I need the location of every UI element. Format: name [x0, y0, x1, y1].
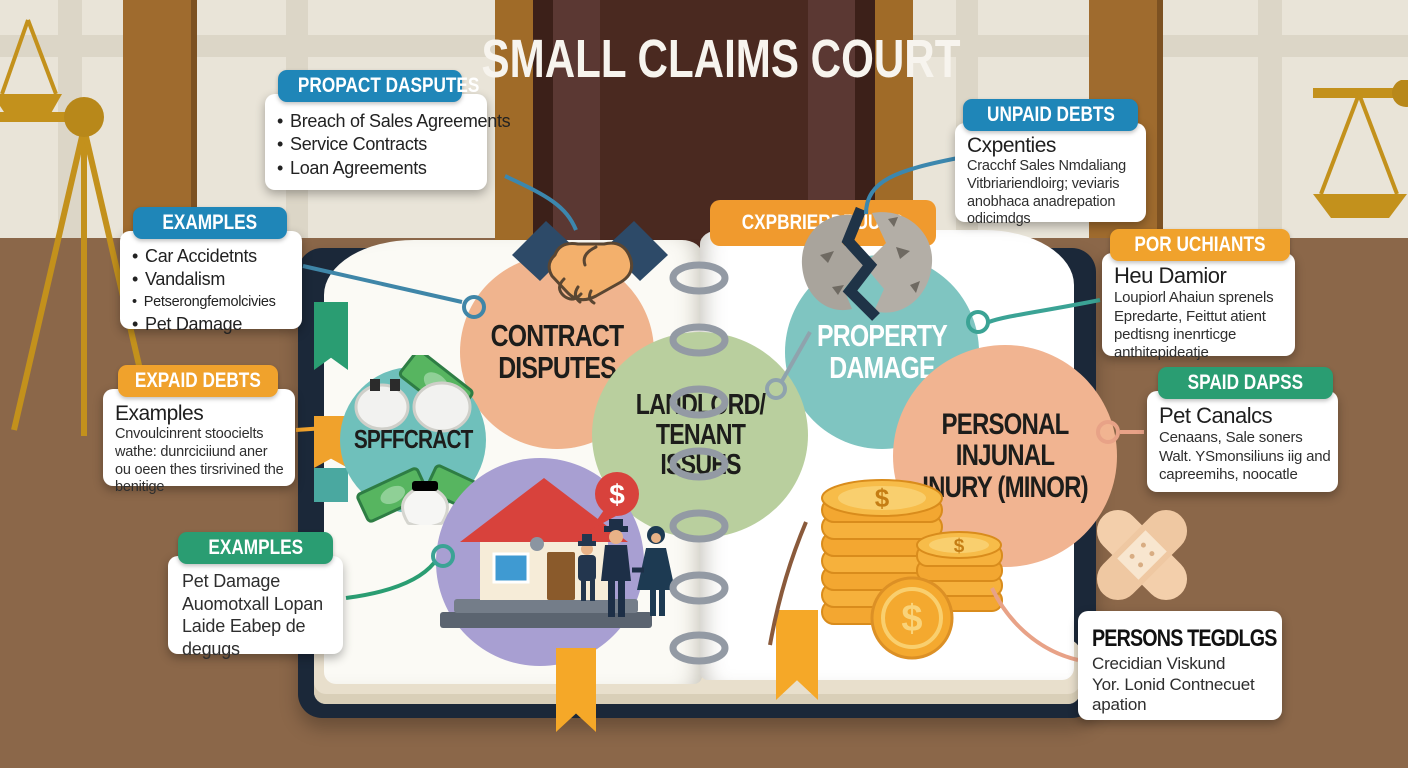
header-text: SPAID DAPSS: [1187, 371, 1304, 394]
money-bills-icon: [354, 355, 490, 525]
garbled-line: odicimdgs: [967, 211, 1031, 228]
callout-subheading: Examples: [115, 402, 204, 425]
list-item: Vandalism: [145, 269, 226, 290]
garbled-line: Loupiorl Ahaiun sprenels: [1114, 289, 1274, 307]
garbled-line: wathe: dunrciciiund aner: [115, 443, 268, 460]
list-item: Service Contracts: [290, 134, 427, 155]
callout-subheading: Pet Canalcs: [1159, 403, 1273, 428]
callout-examples-pet: Pet Damage Auomotxall Lopan Laide Eabep …: [168, 556, 343, 659]
page-title-text: SMALL CLAIMS COURT: [481, 29, 961, 89]
callout-unpaid-debts: Cxpenties Cracchf Sales Nmdaliang Vitbri…: [955, 123, 1146, 227]
callout-expaid-debts: Examples Cnvoulcinrent stoocielts wathe:…: [103, 389, 295, 495]
header-text: POR UCHIANTS: [1134, 233, 1266, 256]
callout-property-disputes: • Breach of Sales Agreements • Service Con…: [265, 94, 511, 190]
garbled-line: Auomotxall Lopan: [182, 593, 323, 614]
garbled-line: Cnvoulcinrent stoocielts: [115, 426, 264, 443]
spiral-binding-icon: [669, 261, 729, 665]
list-item: Car Accidetnts: [145, 246, 257, 266]
header-expaid-debts: EXPAID DEBTS: [118, 365, 278, 397]
bullet-dot: •: [132, 313, 139, 334]
header-spaid-daps: SPAID DAPSS: [1158, 367, 1333, 399]
header-examples-pet: EXAMPLES: [178, 532, 333, 564]
callout-examples-accidents: •Car Accidetnts •Vandalism •Petserongfem…: [120, 231, 302, 334]
callout-spaid-daps: Pet Canalcs Cenaans, Sale soners Walt. Y…: [1147, 391, 1338, 492]
garbled-line: ou oeen thes tirsrivined the: [115, 461, 284, 478]
callout-subheading: Heu Damior: [1114, 263, 1227, 288]
garbled-line: Cenaans, Sale soners: [1159, 429, 1303, 447]
bullet-dot: •: [132, 246, 139, 266]
header-text: EXAMPLES: [208, 536, 303, 559]
circle-money: SPFFCRACT: [340, 355, 490, 525]
bullet-dot: •: [277, 157, 284, 178]
header-unpaid-debts: UNPAID DEBTS: [963, 99, 1138, 131]
callout-subheading: Cxpenties: [967, 134, 1056, 157]
bandage-icon: [1096, 509, 1188, 601]
page-title: SMALL CLAIMS COURT: [414, 28, 1014, 90]
callout-por-uchiants: Heu Damior Loupiorl Ahaiun sprenels Epre…: [1102, 253, 1295, 361]
header-text: UNPAID DEBTS: [986, 103, 1115, 126]
list-item: Pet Damage: [145, 313, 243, 334]
callout-title: PERSONS TEGDLGS: [1092, 625, 1277, 652]
garbled-line: Vitbriariendloirg; veviaris: [967, 175, 1120, 192]
svg-text:$: $: [954, 536, 965, 557]
garbled-line: pedtisng inenrticge: [1114, 325, 1237, 343]
garbled-line: anthitepideatje: [1114, 344, 1209, 362]
header-por-uchiants: POR UCHIANTS: [1110, 229, 1290, 261]
garbled-line: benitige: [115, 479, 165, 496]
header-text: EXAMPLES: [162, 211, 258, 234]
bullet-dot: •: [277, 111, 284, 131]
left-pillar: [123, 0, 197, 240]
scales-of-justice-right-icon: [1313, 80, 1408, 218]
garbled-line: Walt. YSmonsiliuns iig and: [1159, 447, 1331, 465]
circle-landlord-tenant: LANDLORD/ TENANT ISSUES: [592, 332, 808, 538]
circle-personal-label: PERSONAL INJUNAL INURY (MINOR): [922, 408, 1088, 504]
list-item: Loan Agreements: [290, 157, 427, 178]
list-item: Petserongfemolcivies: [143, 293, 276, 310]
header-text: EXPAID DEBTS: [134, 369, 261, 392]
garbled-line: Cracchf Sales Nmdaliang: [967, 158, 1126, 175]
svg-text:$: $: [901, 598, 922, 640]
header-property-disputes: PROPACT DASPUTES: [278, 70, 479, 102]
garbled-line: Laide Eabep de: [182, 616, 306, 636]
bullet-dot: •: [277, 134, 284, 155]
garbled-line: Pet Damage: [182, 571, 281, 591]
broken-rock-icon: [801, 206, 933, 321]
callout-persons-tegdlgs: PERSONS TEGDLGS Crecidian Viskund Yor. L…: [1078, 611, 1282, 720]
svg-text:$: $: [609, 479, 625, 510]
svg-text:$: $: [875, 483, 890, 513]
garbled-line: Epredarte, Feittut atient: [1114, 307, 1266, 325]
garbled-line: degugs: [182, 638, 240, 659]
garbled-line: Yor. Lonid Contnecuet: [1092, 674, 1255, 694]
couple-icon: [601, 519, 675, 617]
header-examples-accidents: EXAMPLES: [133, 207, 287, 239]
garbled-line: anobhaca anadrepation: [967, 193, 1116, 210]
bullet-dot: •: [132, 293, 137, 310]
bullet-dot: •: [132, 269, 139, 290]
header-text: PROPACT DASPUTES: [297, 74, 480, 97]
handshake-icon: [512, 221, 668, 305]
list-item: Breach of Sales Agreements: [290, 111, 511, 131]
circle-contract-label: CONTRACT DISPUTES: [490, 317, 625, 385]
circle-contract-disputes: CONTRACT DISPUTES: [460, 255, 654, 449]
teal-ribbon-tab: [314, 468, 348, 502]
circle-money-label: SPFFCRACT: [353, 424, 474, 455]
coin-stacks-icon: $ $ $: [821, 479, 1003, 660]
garbled-line: capreemihs, noocatle: [1159, 465, 1298, 483]
garbled-line: apation: [1092, 695, 1147, 715]
house-icon: $: [440, 472, 652, 628]
circle-property-label: PROPERTY DAMAGE: [816, 317, 948, 385]
garbled-line: Crecidian Viskund: [1092, 653, 1226, 673]
